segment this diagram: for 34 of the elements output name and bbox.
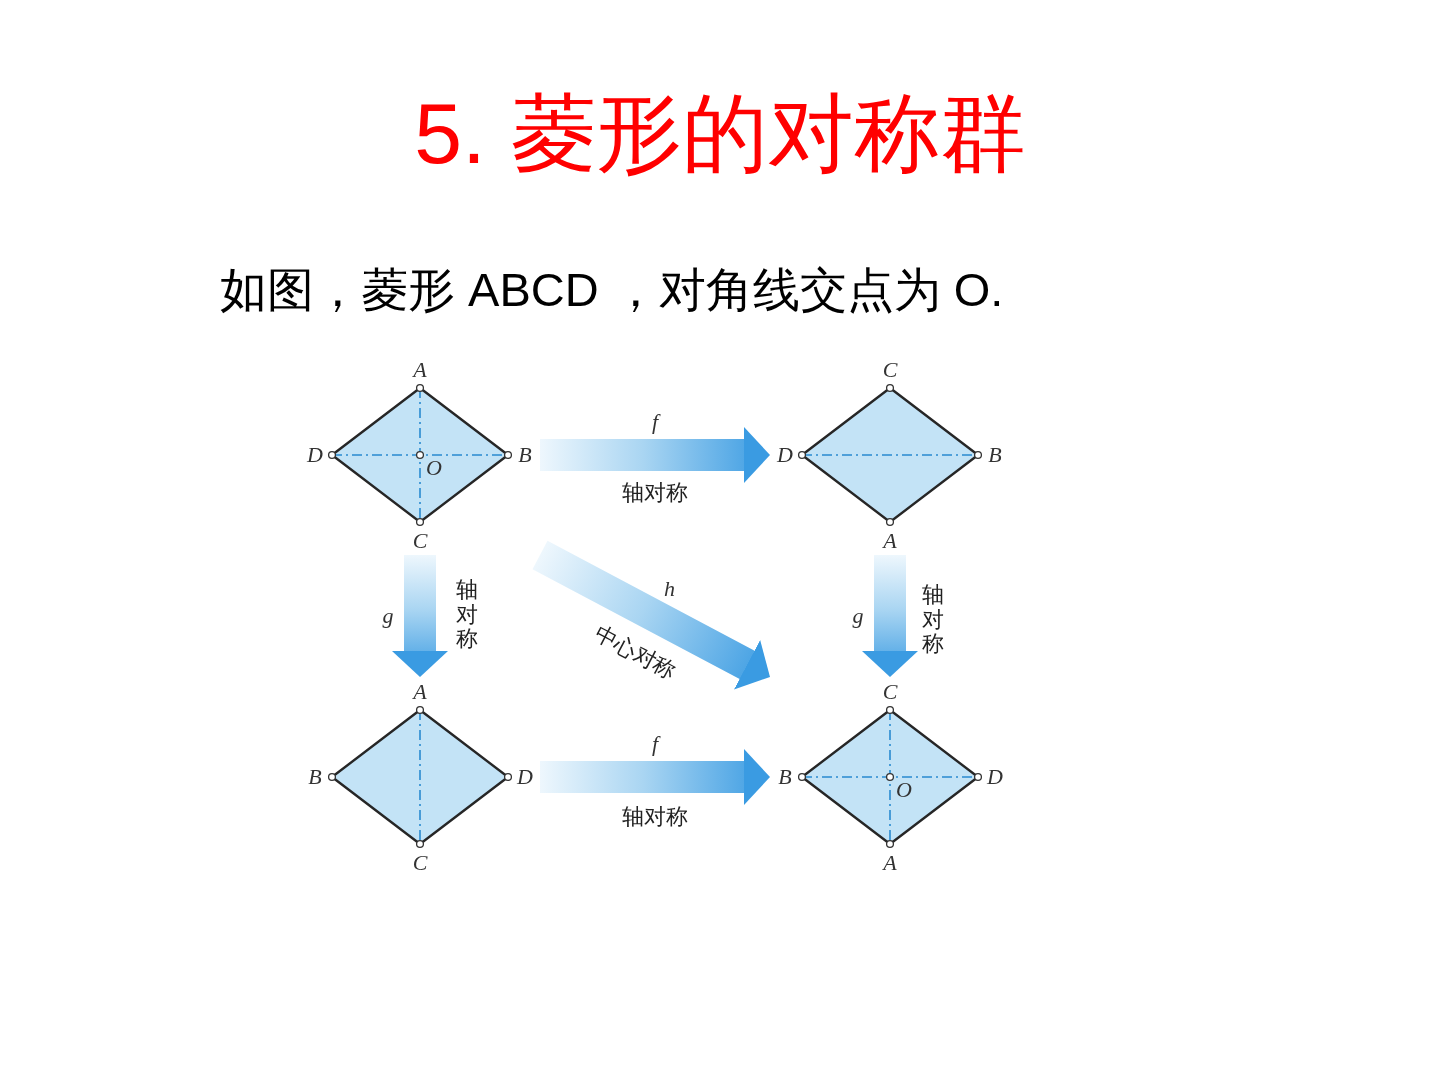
edge-label: h [664, 577, 675, 600]
vertex-label: D [307, 444, 323, 466]
vertex-label: C [882, 359, 898, 381]
vertex-label: C [412, 530, 428, 552]
transformation-label: 轴对称 [455, 578, 479, 652]
vertex-label: B [778, 766, 792, 788]
title: 5. 菱形的对称群 [414, 88, 1026, 179]
transformation-label: 轴对称 [622, 480, 688, 506]
vertex-label: C [412, 852, 428, 874]
edge-label: g [852, 605, 864, 627]
vertex-label: B [988, 444, 1002, 466]
transformation-label: 轴对称 [921, 583, 945, 657]
arrow [392, 555, 448, 677]
point-label: O [426, 457, 442, 479]
edge-label: g [382, 605, 394, 627]
vertex-label: A [413, 359, 427, 381]
vertex-label: D [517, 766, 533, 788]
vertex-label: D [777, 444, 793, 466]
arrow [862, 555, 918, 677]
vertex-label: D [987, 766, 1003, 788]
vertex-label: A [883, 530, 897, 552]
vertex-label: A [883, 852, 897, 874]
transformation-label: 轴对称 [622, 804, 688, 830]
vertex-label: B [308, 766, 322, 788]
edge-label: f [651, 733, 659, 755]
vertex-label: C [882, 681, 898, 703]
arrow [540, 749, 770, 805]
transformation-label: 中心对称 [590, 621, 680, 685]
vertex-label: B [518, 444, 532, 466]
description-text: 如图，菱形 ABCD ，对角线交点为 O. [220, 264, 1004, 316]
point-label: O [896, 779, 912, 801]
arrow [540, 427, 770, 483]
vertex-label: A [413, 681, 427, 703]
edge-label: f [651, 411, 659, 433]
